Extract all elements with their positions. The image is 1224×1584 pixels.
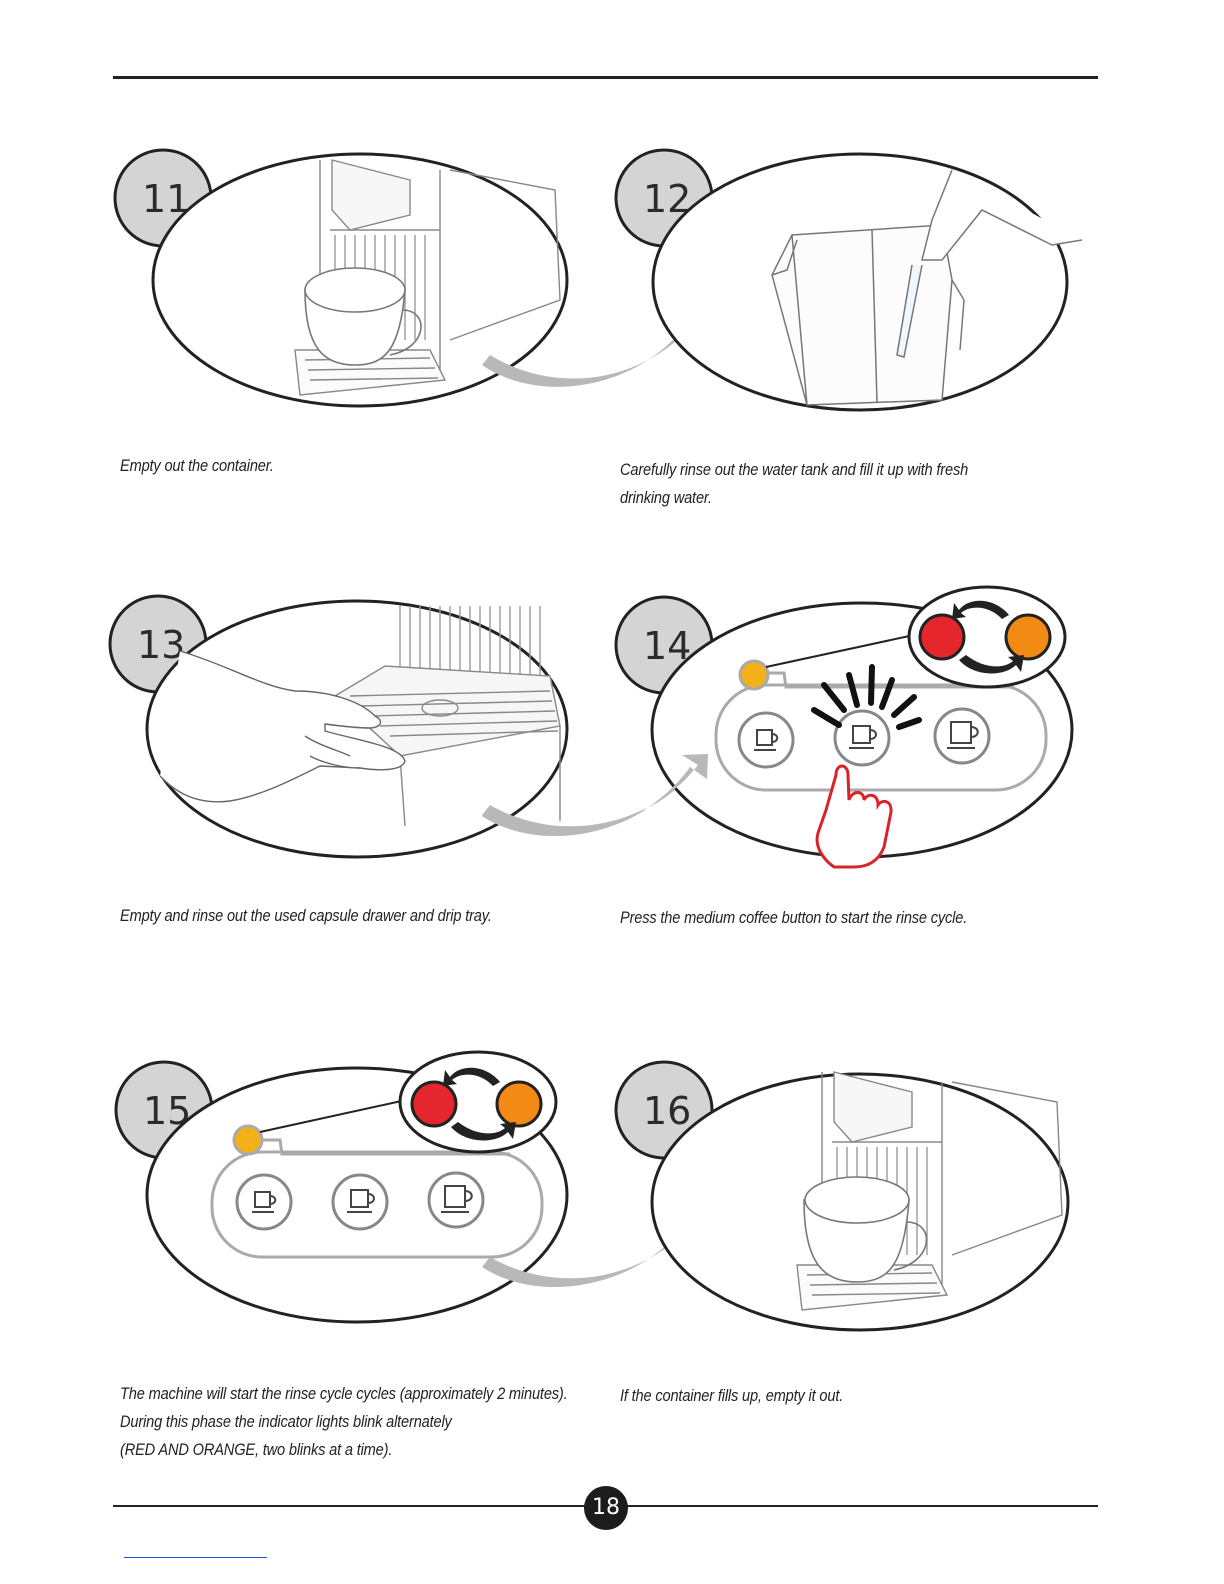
cup-button-large[interactable] — [429, 1173, 483, 1227]
step-11-caption: Empty out the container. — [120, 452, 550, 480]
page-number: 18 — [584, 1486, 628, 1530]
step-16-illustration: 16 — [612, 1060, 1082, 1335]
cup-button-medium[interactable] — [333, 1175, 387, 1229]
step-15-illustration: 15 — [114, 1052, 574, 1337]
link-underline — [124, 1557, 267, 1558]
blink-indicator-bubble — [400, 1052, 556, 1152]
step-14-illustration: 14 — [614, 585, 1074, 875]
cup-button-small[interactable] — [739, 713, 793, 767]
step-15-caption: The machine will start the rinse cycle c… — [120, 1380, 602, 1464]
indicator-led — [740, 661, 768, 689]
cup-button-large[interactable] — [935, 709, 989, 763]
step-14-caption: Press the medium coffee button to start … — [620, 904, 1067, 932]
orange-light — [497, 1082, 541, 1126]
orange-light — [1006, 615, 1050, 659]
red-light — [412, 1082, 456, 1126]
step-12-illustration: 12 — [612, 150, 1082, 415]
red-light — [920, 615, 964, 659]
cup-button-medium[interactable] — [835, 711, 889, 765]
cup-button-small[interactable] — [237, 1175, 291, 1229]
step-12-caption: Carefully rinse out the water tank and f… — [620, 456, 1050, 512]
step-16-caption: If the container fills up, empty it out. — [620, 1382, 1050, 1410]
step-16-number: 16 — [643, 1089, 691, 1133]
step-13-caption: Empty and rinse out the used capsule dra… — [120, 902, 567, 930]
indicator-led — [234, 1126, 262, 1154]
step-11-illustration: 11 — [110, 150, 580, 410]
blink-indicator-bubble — [909, 587, 1065, 687]
top-rule — [113, 76, 1098, 79]
